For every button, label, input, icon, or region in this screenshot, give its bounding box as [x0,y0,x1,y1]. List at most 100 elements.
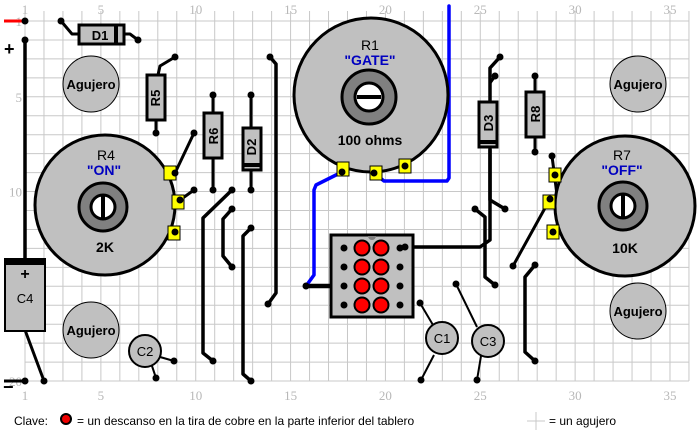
d2-label: D2 [244,139,259,156]
wire-col12 [221,207,234,269]
solder-point [496,53,504,61]
column-label: 5 [98,388,105,403]
chip-pin [340,282,348,290]
wire-col25 [473,207,497,287]
solder-point [302,282,310,290]
solder-point [473,376,481,384]
solder-point [548,152,556,160]
column-label: 10 [189,2,202,17]
solder-point [170,357,178,365]
column-label: 1 [22,388,29,403]
column-label: 25 [474,2,487,17]
c1-label: C1 [434,331,451,346]
legend: Clave: = un descanso en la tira de cobre… [0,410,699,432]
track-break [372,296,390,314]
column-label: 15 [284,2,297,17]
r4-value: 2K [96,239,114,255]
diode-d2[interactable]: D2 [241,126,263,172]
solder-point [209,186,217,194]
hole-3: Agujero [62,301,120,359]
solder-point [417,376,425,384]
r7-name: "OFF" [601,162,642,178]
hole-1: Agujero [62,55,120,113]
legend-break-description: = un descanso en la tira de cobre en la … [77,414,415,428]
solder-point [209,357,217,365]
solder-point [491,281,499,289]
solder-point [401,243,409,251]
solder-point [531,72,539,80]
solder-point [190,129,198,137]
track-break [353,239,371,257]
capacitor-c1[interactable]: C1 [425,321,459,355]
solder-point [546,195,554,203]
ic-chip[interactable] [329,233,415,319]
solder-point [509,262,517,270]
resistor-r5[interactable]: R5 [145,73,167,122]
d3-label: D3 [481,115,496,132]
plus-sign: + [4,39,15,59]
r4-name: "ON" [87,162,121,178]
solder-point [338,168,346,176]
solder-point [247,91,255,99]
capacitor-c4[interactable]: + C4 [4,258,46,332]
wire-col12-long [241,226,253,383]
solder-point [134,36,142,44]
solder-point [401,162,409,170]
r4-ref: R4 [97,147,115,163]
column-label: 35 [663,388,676,403]
r1-value: 100 ohms [338,132,403,148]
column-label: 10 [189,388,202,403]
column-label: 15 [284,388,297,403]
hole-label: Agujero [66,77,115,92]
resistor-r8[interactable]: R8 [524,90,546,139]
diode-d3[interactable]: D3 [477,100,499,149]
solder-point [491,72,499,80]
solder-point [209,91,217,99]
chip-pin [396,263,404,271]
column-label: 20 [379,388,392,403]
wire-r5-top [156,55,177,77]
solder-point [471,205,479,213]
column-label: 5 [98,2,105,17]
wire-col10-long [201,188,234,363]
solder-point [190,186,198,194]
wire-r4-pin1 [173,131,196,175]
cap-leads [151,283,482,381]
track-break [353,258,371,276]
solder-point [247,186,255,194]
chip-pin [396,282,404,290]
column-label: 35 [663,2,676,17]
legend-hole-description: = un agujero [549,414,617,428]
solder-point [171,53,179,61]
solder-point [21,377,29,385]
row-label: 10 [9,185,22,200]
solder-point [171,169,179,177]
column-label: 30 [569,388,582,403]
track-break-icon [60,413,72,425]
wire-col29 [523,263,537,363]
solder-point [370,169,378,177]
minus-sign: − [3,377,14,397]
potentiometer-r4[interactable]: R4 "ON" 2K [33,133,185,277]
track-break [372,258,390,276]
solder-point [152,374,160,382]
r1-name: "GATE" [344,52,395,68]
solder-point [416,299,424,307]
potentiometer-r7[interactable]: R7 "OFF" 10K [542,134,697,278]
potentiometer-r1[interactable]: R1 "GATE" 100 ohms [292,16,450,181]
c4-label: C4 [17,291,34,306]
chip-pin [340,301,348,309]
resistor-r6[interactable]: R6 [202,111,224,160]
column-label: 1 [22,2,29,17]
column-label: 30 [569,2,582,17]
solder-point [264,300,272,308]
capacitor-c2[interactable]: C2 [128,334,162,368]
diode-d1[interactable]: D1 [77,23,126,46]
solder-point [531,357,539,365]
solder-point [57,17,65,25]
wire-col26 [403,55,502,249]
c3-label: C3 [480,334,497,349]
solder-point [501,205,509,213]
capacitor-c3[interactable]: C3 [471,324,505,358]
